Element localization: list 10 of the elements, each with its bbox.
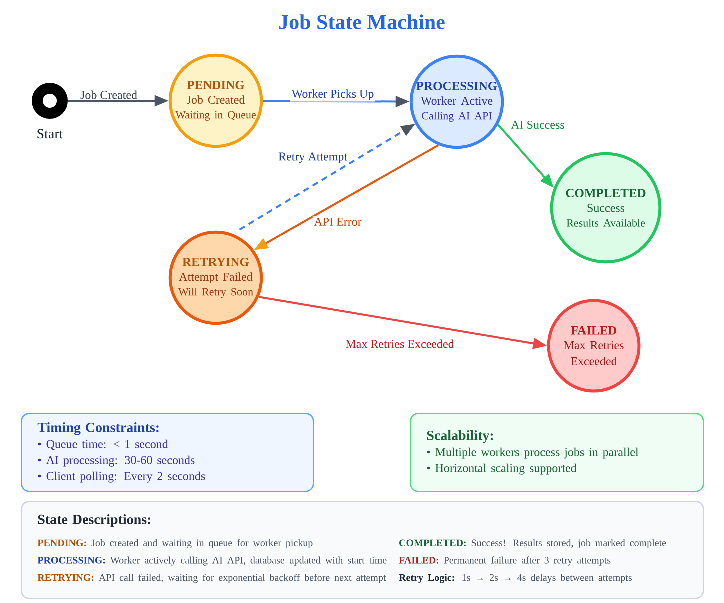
title: Job State Machine xyxy=(280,14,445,30)
edge-label: Job Created xyxy=(79,89,139,101)
info-panel: State Descriptions: PENDING: Job created and waiting in queue for worker pickup COMPLETED: Success! Results stored, job marked complete PROCESSING: Worker actively calling AI API, database updated with start time FAILED: Permanent failure after 3 retry attempts RETRYING: API call failed, waiting for exponential backoff before next attempt Retry Logic: 1s → 2s → 4s delays between attempts xyxy=(21,501,704,600)
info-panel: Timing Constraints: • Queue time: < 1 second • AI processing: 30-60 seconds • Client polling: Every 2 seconds xyxy=(21,413,314,492)
edge-label: API Error xyxy=(312,216,364,228)
edge-label: Retry Attempt xyxy=(277,151,349,165)
info-panel: Scalability: • Multiple workers process jobs in parallel • Horizontal scaling supported xyxy=(410,413,704,492)
edge-label: Max Retries Exceeded xyxy=(344,338,456,350)
edge-label: Worker Picks Up xyxy=(290,88,376,102)
edge-label: AI Success xyxy=(510,120,566,130)
